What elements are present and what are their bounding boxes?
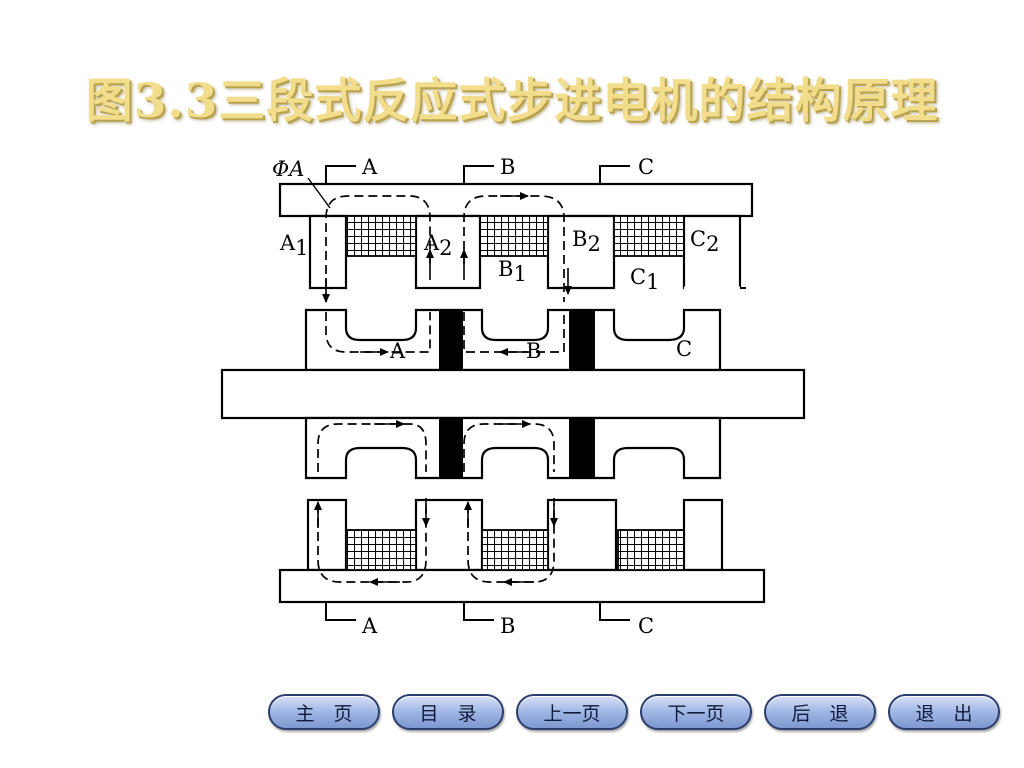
rotor-label-b: B bbox=[526, 339, 541, 363]
flux-path-a-top bbox=[325, 195, 431, 302]
flux-path-a-rotor-bottom bbox=[317, 423, 427, 472]
pole-label-c1: C1 bbox=[630, 265, 659, 294]
pole-label-a2: A2 bbox=[423, 231, 453, 260]
rotor-label-a: A bbox=[389, 339, 406, 363]
flux-path-a-bottom bbox=[317, 504, 427, 583]
rotor-spacer-ab-bottom bbox=[439, 418, 463, 478]
bottom-bracket-c bbox=[599, 602, 630, 621]
top-bracket-b bbox=[463, 165, 494, 184]
exit-button[interactable]: 退 出 bbox=[888, 694, 1000, 730]
bottom-stator-tooth-4 bbox=[682, 498, 724, 572]
top-bracket-c bbox=[599, 165, 630, 184]
bottom-bracket-a bbox=[325, 602, 356, 621]
nav-bar: 主 页 目 录 上一页 下一页 后 退 退 出 bbox=[268, 694, 1000, 730]
stepper-motor-diagram: ΦA A B C A1 A2 B1 B2 C1 C2 A B C A B C bbox=[220, 155, 806, 638]
bottom-coil-a bbox=[345, 529, 417, 571]
rotor-spacer-ab-top bbox=[439, 310, 463, 370]
top-phase-label-c: C bbox=[638, 155, 654, 179]
rotor-spacer-bc-bottom bbox=[569, 418, 595, 478]
pole-label-a1: A1 bbox=[279, 231, 309, 260]
pole-label-b2: B2 bbox=[572, 227, 601, 256]
top-stator-tooth-a1 bbox=[308, 214, 348, 290]
top-phase-label-b: B bbox=[500, 155, 515, 179]
bottom-bracket-b bbox=[463, 602, 494, 621]
top-bracket-a bbox=[325, 165, 356, 184]
bottom-phase-label-c: C bbox=[638, 614, 654, 638]
top-stator-yoke bbox=[278, 182, 754, 218]
flux-label: ΦA bbox=[272, 157, 304, 181]
top-coil-b bbox=[479, 215, 549, 257]
bottom-stator-tooth-1 bbox=[306, 498, 348, 572]
pole-label-b1: B1 bbox=[498, 257, 527, 286]
flux-leader-line bbox=[307, 177, 331, 209]
bottom-phase-label-a: A bbox=[361, 614, 378, 638]
back-button[interactable]: 后 退 bbox=[764, 694, 876, 730]
top-rotor-section bbox=[304, 308, 722, 372]
flux-path-a-rotor-top bbox=[325, 312, 431, 353]
top-stator-tooth-b2 bbox=[546, 214, 616, 290]
rotor-spacer-bc-top bbox=[569, 310, 595, 370]
bottom-stator-yoke bbox=[278, 568, 766, 604]
toc-button[interactable]: 目 录 bbox=[392, 694, 504, 730]
pole-label-c2: C2 bbox=[690, 227, 719, 256]
prev-page-button[interactable]: 上一页 bbox=[516, 694, 628, 730]
next-page-button[interactable]: 下一页 bbox=[640, 694, 752, 730]
home-button[interactable]: 主 页 bbox=[268, 694, 380, 730]
bottom-phase-label-b: B bbox=[500, 614, 515, 638]
top-coil-c bbox=[613, 215, 685, 257]
bottom-stator-tooth-3 bbox=[546, 498, 618, 572]
top-phase-label-a: A bbox=[361, 155, 378, 179]
bottom-rotor-section bbox=[304, 416, 722, 480]
top-coil-a bbox=[345, 215, 417, 257]
rotor-label-c: C bbox=[676, 337, 692, 361]
bottom-coil-b bbox=[481, 529, 549, 571]
page-title: 图3.3三段式反应式步进电机的结构原理 bbox=[85, 74, 939, 129]
bottom-coil-c bbox=[617, 529, 685, 571]
motor-shaft bbox=[220, 368, 806, 420]
